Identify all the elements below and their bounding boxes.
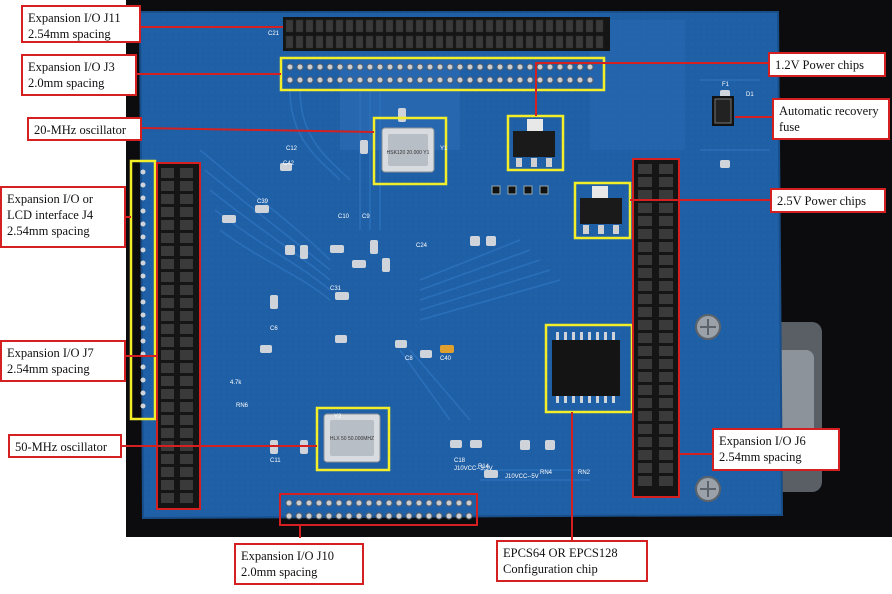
svg-text:J10VCC--3.3V: J10VCC--3.3V [454,466,493,472]
callout-j4-line2: LCD interface J4 [7,208,94,222]
svg-text:R14: R14 [478,464,490,470]
callout-j3-line1: Expansion I/O J3 [28,60,115,74]
osc50-y2: Y2 [334,414,342,420]
callout-fuse: Automatic recovery fuse [772,98,890,140]
callout-j10: Expansion I/O J10 2.0mm spacing [234,543,364,585]
header-j4-j7 [129,159,201,510]
power-chip-pads [491,185,549,195]
svg-text:C31: C31 [330,286,342,292]
callout-fuse-line1: Automatic recovery [779,104,879,118]
callout-j6-line2: 2.54mm spacing [719,450,802,464]
svg-text:C39: C39 [257,199,269,205]
header-j6 [632,158,680,498]
callout-j10-line1: Expansion I/O J10 [241,549,335,563]
header-j3 [279,56,606,92]
callout-osc50: 50-MHz oscillator [8,434,122,458]
callout-j4-line3: 2.54mm spacing [7,224,90,238]
callout-j4: Expansion I/O or LCD interface J4 2.54mm… [0,186,126,248]
oscillator-50mhz: HLX 50 50.000MHZ Y2 [315,406,391,472]
callout-osc20-line1: 20-MHz oscillator [34,123,126,137]
callout-j6: Expansion I/O J6 2.54mm spacing [712,428,840,471]
callout-j7-line1: Expansion I/O J7 [7,346,94,360]
svg-text:J10VCC--5V: J10VCC--5V [505,474,539,480]
callout-2-5v: 2.5V Power chips [770,188,886,213]
epcs-chip [544,323,634,414]
svg-text:RN6: RN6 [236,403,249,409]
svg-text:C12: C12 [286,146,298,152]
svg-text:C40: C40 [440,356,452,362]
callout-j6-line1: Expansion I/O J6 [719,434,806,448]
header-j10 [279,493,478,526]
svg-text:C8: C8 [405,356,413,362]
callout-epcs-line2: Configuration chip [503,562,598,576]
callout-j7-line2: 2.54mm spacing [7,362,90,376]
svg-text:4.7k: 4.7k [230,380,242,386]
svg-text:C42: C42 [283,161,295,167]
callout-epcs-line1: EPCS64 OR EPCS128 [503,546,618,560]
power-chip-1-2v [506,114,565,172]
svg-text:C24: C24 [416,243,428,249]
callout-osc20: 20-MHz oscillator [27,117,142,141]
mounting-screws [695,314,721,502]
svg-text:C21: C21 [268,31,280,37]
svg-text:F1: F1 [722,82,730,88]
svg-text:RN2: RN2 [578,470,591,476]
svg-text:C18: C18 [454,458,466,464]
osc20-marking: HSK120 20.000 Y1 [387,150,430,156]
osc50-marking: HLX 50 50.000MHZ [330,436,374,442]
callout-j4-line1: Expansion I/O or [7,192,94,206]
pcb-components [222,90,730,478]
header-j11 [283,17,610,51]
callout-j3: Expansion I/O J3 2.0mm spacing [21,54,137,96]
callout-1-2v-line1: 1.2V Power chips [775,58,865,72]
osc20-y1: Y1 [440,146,448,152]
callout-j7: Expansion I/O J7 2.54mm spacing [0,340,126,382]
callout-epcs: EPCS64 OR EPCS128 Configuration chip [496,540,648,582]
svg-text:C6: C6 [270,326,278,332]
callout-2-5v-line1: 2.5V Power chips [777,194,867,208]
power-chip-2-5v [573,181,632,240]
oscillator-20mhz: HSK120 20.000 Y1 Y1 [372,116,448,186]
callout-fuse-line2: fuse [779,120,800,134]
svg-text:D1: D1 [746,92,754,98]
callout-1-2v: 1.2V Power chips [768,52,886,77]
svg-text:C9: C9 [362,214,370,220]
pcb-traces [199,79,770,481]
leader-lines [122,26,772,540]
svg-text:RN4: RN4 [540,470,553,476]
callout-osc50-line1: 50-MHz oscillator [15,440,107,454]
svg-text:C11: C11 [270,458,281,464]
svg-text:C10: C10 [338,214,350,220]
recovery-fuse [712,96,734,126]
callout-j10-line2: 2.0mm spacing [241,565,318,579]
callout-j11: Expansion I/O J11 2.54mm spacing [21,5,141,43]
callout-j11-line2: 2.54mm spacing [28,27,111,41]
callout-j11-line1: Expansion I/O J11 [28,11,121,25]
callout-j3-line2: 2.0mm spacing [28,76,105,90]
